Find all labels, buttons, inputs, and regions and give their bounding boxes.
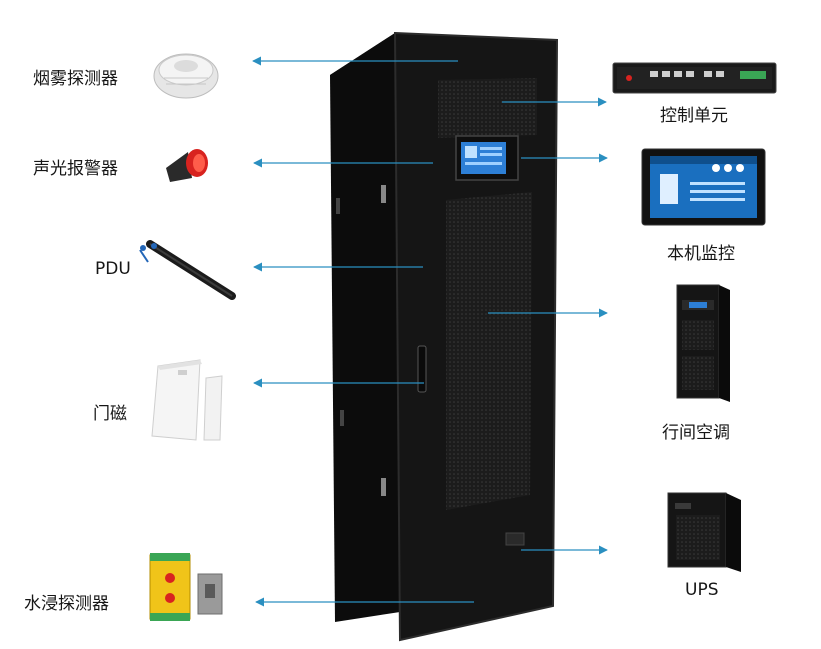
- label-inrow-ac: 行间空调: [662, 423, 730, 443]
- label-control-unit: 控制单元: [660, 106, 728, 126]
- ups-image: [667, 492, 741, 572]
- server-cabinet: [330, 31, 559, 642]
- upper-vent-mesh: [438, 78, 537, 138]
- door-handle: [417, 345, 427, 393]
- inrow-ac-image: [676, 284, 730, 402]
- water-leak-sensor-image: [149, 553, 223, 621]
- pdu-image: [139, 240, 236, 300]
- label-sound-light-alarm: 声光报警器: [33, 159, 118, 179]
- callout-arrows: [252, 56, 608, 607]
- smoke-detector-image: [153, 53, 219, 99]
- label-pdu: PDU: [95, 259, 131, 279]
- label-door-magnet: 门磁: [93, 404, 127, 424]
- side-latch: [381, 185, 386, 203]
- local-monitor-image: [641, 148, 766, 226]
- label-local-monitor: 本机监控: [667, 244, 735, 264]
- label-water-leak-sensor: 水浸探测器: [24, 594, 109, 614]
- label-ups: UPS: [685, 580, 719, 600]
- label-smoke-detector: 烟雾探测器: [33, 69, 118, 89]
- door-vent-mesh: [446, 192, 532, 510]
- control-unit-image: [612, 62, 777, 94]
- door-magnet-image: [151, 359, 223, 441]
- sound-light-alarm-image: [166, 149, 208, 182]
